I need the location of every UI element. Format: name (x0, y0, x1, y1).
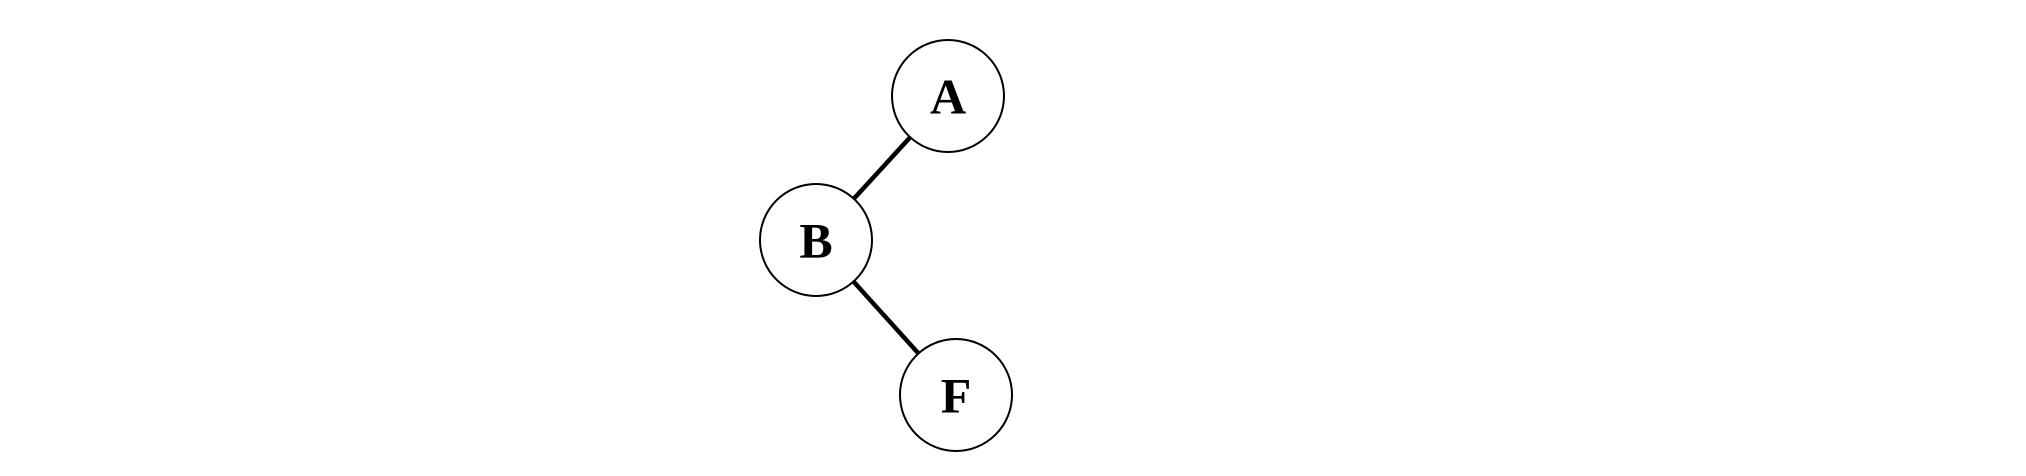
nodes-layer: A B F (759, 39, 1013, 452)
node-circle (759, 183, 873, 297)
node-label: A (930, 69, 966, 125)
node-label: B (799, 213, 832, 269)
node-circle (891, 39, 1005, 153)
node-B: B (759, 183, 873, 297)
node-A: A (891, 39, 1005, 153)
node-circle (899, 338, 1013, 452)
node-F: F (899, 338, 1013, 452)
node-label: F (941, 368, 972, 424)
